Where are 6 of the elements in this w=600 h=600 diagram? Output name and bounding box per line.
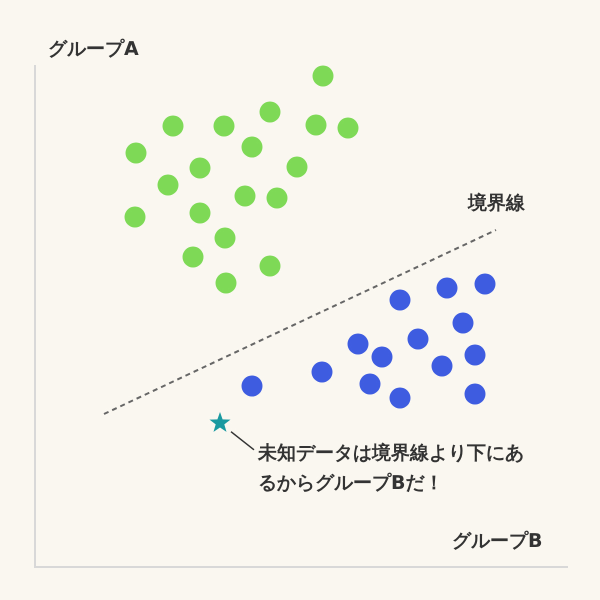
group-label: グループA [48, 37, 139, 62]
boundary-label: 境界線 [468, 191, 525, 216]
star-icon [210, 412, 230, 432]
group-label: グループB [452, 529, 542, 554]
leader-line [230, 431, 254, 450]
callout-text: 未知データは境界線より下にあるからグループBだ！ [258, 438, 528, 498]
